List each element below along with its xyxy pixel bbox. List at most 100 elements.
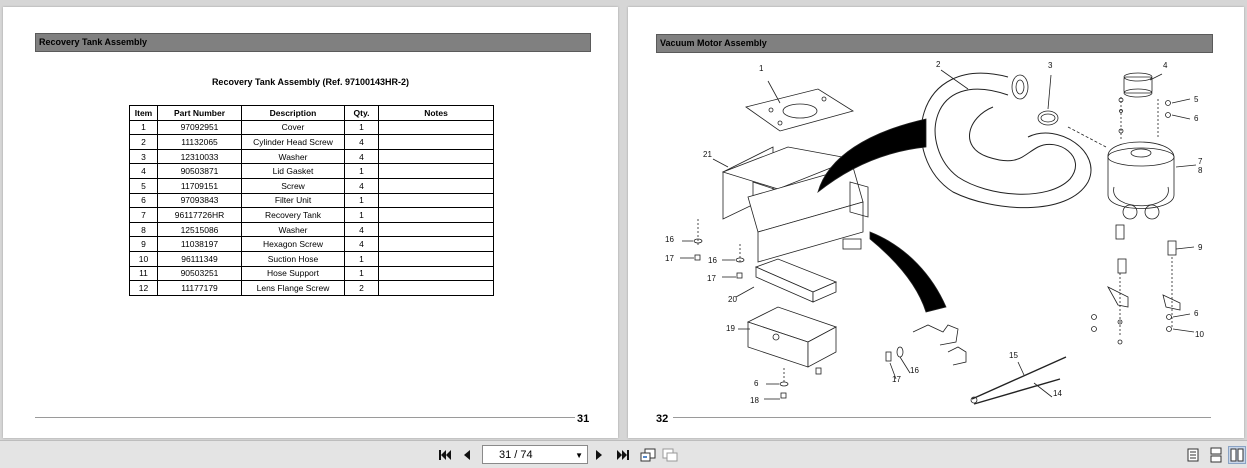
page-number: 31 — [577, 413, 590, 425]
washer-screw-drawing — [680, 217, 745, 279]
vacuum-motor-drawing — [1067, 72, 1197, 345]
callout-17-left: 17 — [665, 254, 674, 263]
callout-17-middle: 17 — [707, 274, 716, 283]
cell-qty: 1 — [344, 192, 379, 209]
cell-item: 1 — [129, 119, 158, 136]
cell-qty: 2 — [344, 280, 379, 296]
callout-10: 10 — [1195, 330, 1204, 339]
callout-3: 3 — [1048, 61, 1053, 70]
cell-description: Lid Gasket — [241, 163, 345, 179]
callout-16-center: 16 — [910, 366, 919, 375]
cell-notes — [378, 119, 494, 136]
header-part-number: Part Number — [157, 105, 242, 121]
assembly-title: Recovery Tank Assembly (Ref. 97100143HR-… — [211, 77, 410, 87]
hose-support-drawing — [738, 306, 837, 368]
callout-19: 19 — [726, 324, 735, 333]
first-page-button[interactable] — [436, 446, 454, 464]
cell-notes — [378, 236, 494, 252]
vacuum-hose-drawing — [920, 69, 1092, 209]
facing-pages-view-icon — [1230, 448, 1244, 462]
filter-unit-drawing — [735, 258, 838, 303]
viewer-toolbar: 31 / 74 ▼ — [0, 440, 1247, 468]
cell-notes — [378, 134, 494, 150]
page-indicator: 31 / 74 — [499, 448, 533, 461]
cell-description: Washer — [241, 221, 345, 238]
go-forward-icon — [662, 448, 678, 462]
cell-item: 3 — [129, 148, 158, 165]
cell-notes — [378, 148, 494, 165]
facing-pages-view-button[interactable] — [1228, 446, 1246, 464]
chevron-down-icon: ▼ — [575, 451, 583, 460]
cell-qty: 4 — [344, 177, 379, 194]
document-viewer[interactable]: Recovery Tank Assembly Recovery Tank Ass… — [0, 0, 1247, 440]
cell-notes — [378, 177, 494, 194]
continuous-view-button[interactable] — [1208, 446, 1224, 464]
cell-description: Hose Support — [241, 265, 345, 282]
next-page-button[interactable] — [592, 446, 606, 464]
cell-notes — [378, 265, 494, 282]
last-page-button[interactable] — [614, 446, 632, 464]
cell-notes — [378, 250, 494, 267]
cell-part-number: 90503251 — [157, 265, 242, 282]
cell-part-number: 12515086 — [157, 221, 242, 238]
cell-description: Suction Hose — [241, 250, 345, 267]
cell-description: Lens Flange Screw — [241, 280, 345, 296]
callout-1: 1 — [759, 64, 764, 73]
cell-qty: 1 — [344, 250, 379, 267]
cell-part-number: 90503871 — [157, 163, 242, 179]
cell-description: Cylinder Head Screw — [241, 134, 345, 150]
callout-9: 9 — [1198, 243, 1203, 252]
cell-description: Filter Unit — [241, 192, 345, 209]
cell-qty: 4 — [344, 221, 379, 238]
callout-15: 15 — [1009, 351, 1018, 360]
section-header: Recovery Tank Assembly — [35, 33, 591, 52]
header-item: Item — [129, 105, 158, 121]
go-back-icon — [640, 448, 656, 462]
cell-description: Washer — [241, 148, 345, 165]
callout-5: 5 — [1194, 95, 1199, 104]
footer-divider — [35, 417, 575, 418]
cell-item: 9 — [129, 236, 158, 252]
callout-16-left: 16 — [665, 235, 674, 244]
single-page-view-button[interactable] — [1185, 446, 1201, 464]
cell-qty: 1 — [344, 207, 379, 223]
previous-page-button[interactable] — [460, 446, 474, 464]
cell-description: Cover — [241, 119, 345, 136]
cell-part-number: 96117726HR — [157, 207, 242, 223]
cell-qty: 4 — [344, 134, 379, 150]
last-page-icon — [617, 450, 629, 460]
cell-qty: 1 — [344, 163, 379, 179]
callout-18: 18 — [750, 396, 759, 405]
header-description: Description — [241, 105, 345, 121]
cell-item: 5 — [129, 177, 158, 194]
cell-item: 10 — [129, 250, 158, 267]
cover-part-drawing — [745, 80, 854, 132]
cell-item: 8 — [129, 221, 158, 238]
go-back-button[interactable] — [639, 446, 657, 464]
cell-part-number: 96111349 — [157, 250, 242, 267]
go-forward-button[interactable] — [661, 446, 679, 464]
bottom-hardware-drawing — [764, 367, 822, 400]
header-qty: Qty. — [344, 105, 379, 121]
recovery-tank-drawing — [712, 118, 947, 313]
callout-16-middle: 16 — [708, 256, 717, 265]
cell-notes — [378, 192, 494, 209]
cell-notes — [378, 163, 494, 179]
cell-qty: 4 — [344, 148, 379, 165]
page-number-select[interactable]: 31 / 74 ▼ — [482, 445, 588, 464]
page-32: Vacuum Motor Assembly — [628, 7, 1244, 438]
cell-item: 2 — [129, 134, 158, 150]
cell-notes — [378, 221, 494, 238]
cell-part-number: 97093843 — [157, 192, 242, 209]
cell-description: Screw — [241, 177, 345, 194]
footer-divider — [673, 417, 1211, 418]
page-number: 32 — [656, 413, 669, 425]
callout-4: 4 — [1163, 61, 1168, 70]
